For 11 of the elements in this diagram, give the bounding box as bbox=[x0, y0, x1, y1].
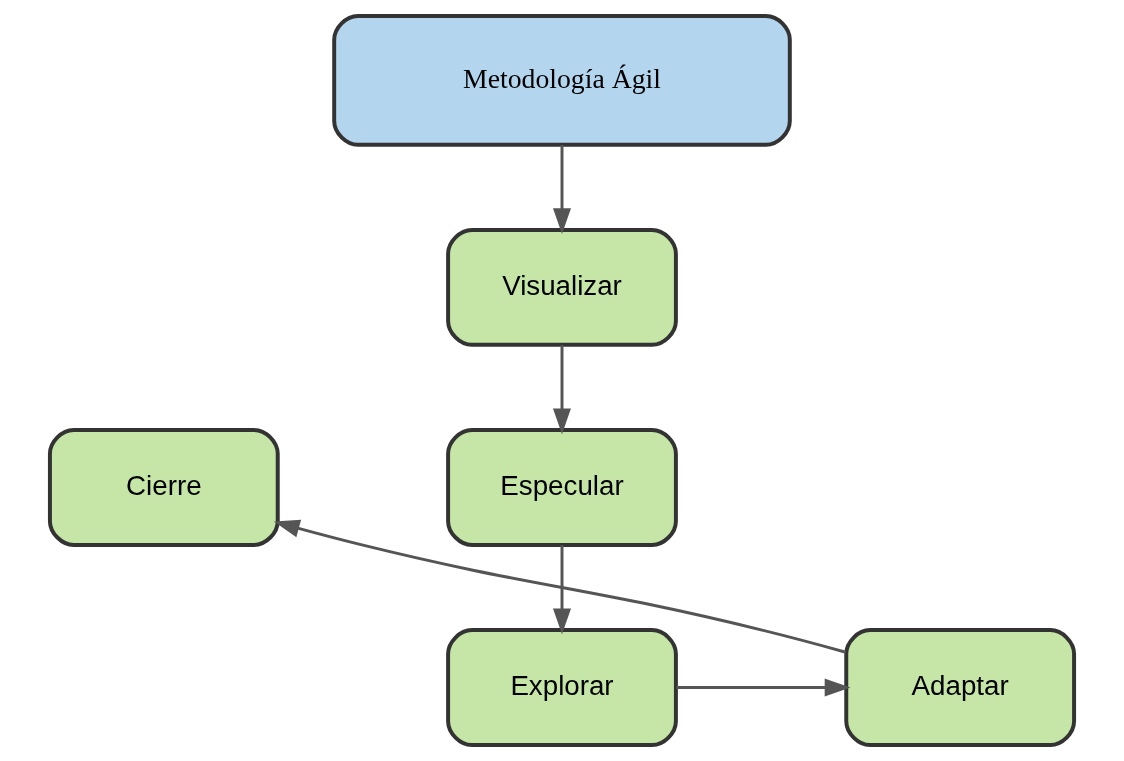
arrow bbox=[552, 545, 572, 635]
arrow bbox=[676, 678, 851, 697]
arrow bbox=[552, 345, 572, 435]
node-box: Especular bbox=[446, 428, 678, 547]
arrow bbox=[273, 519, 847, 654]
node-box: Cierre bbox=[47, 428, 280, 547]
node-box: Metodología Ágil bbox=[332, 14, 792, 147]
node-box: Adaptar bbox=[844, 628, 1077, 747]
node-box: Visualizar bbox=[446, 227, 678, 347]
arrow bbox=[552, 144, 572, 235]
node-box: Explorar bbox=[446, 628, 678, 747]
